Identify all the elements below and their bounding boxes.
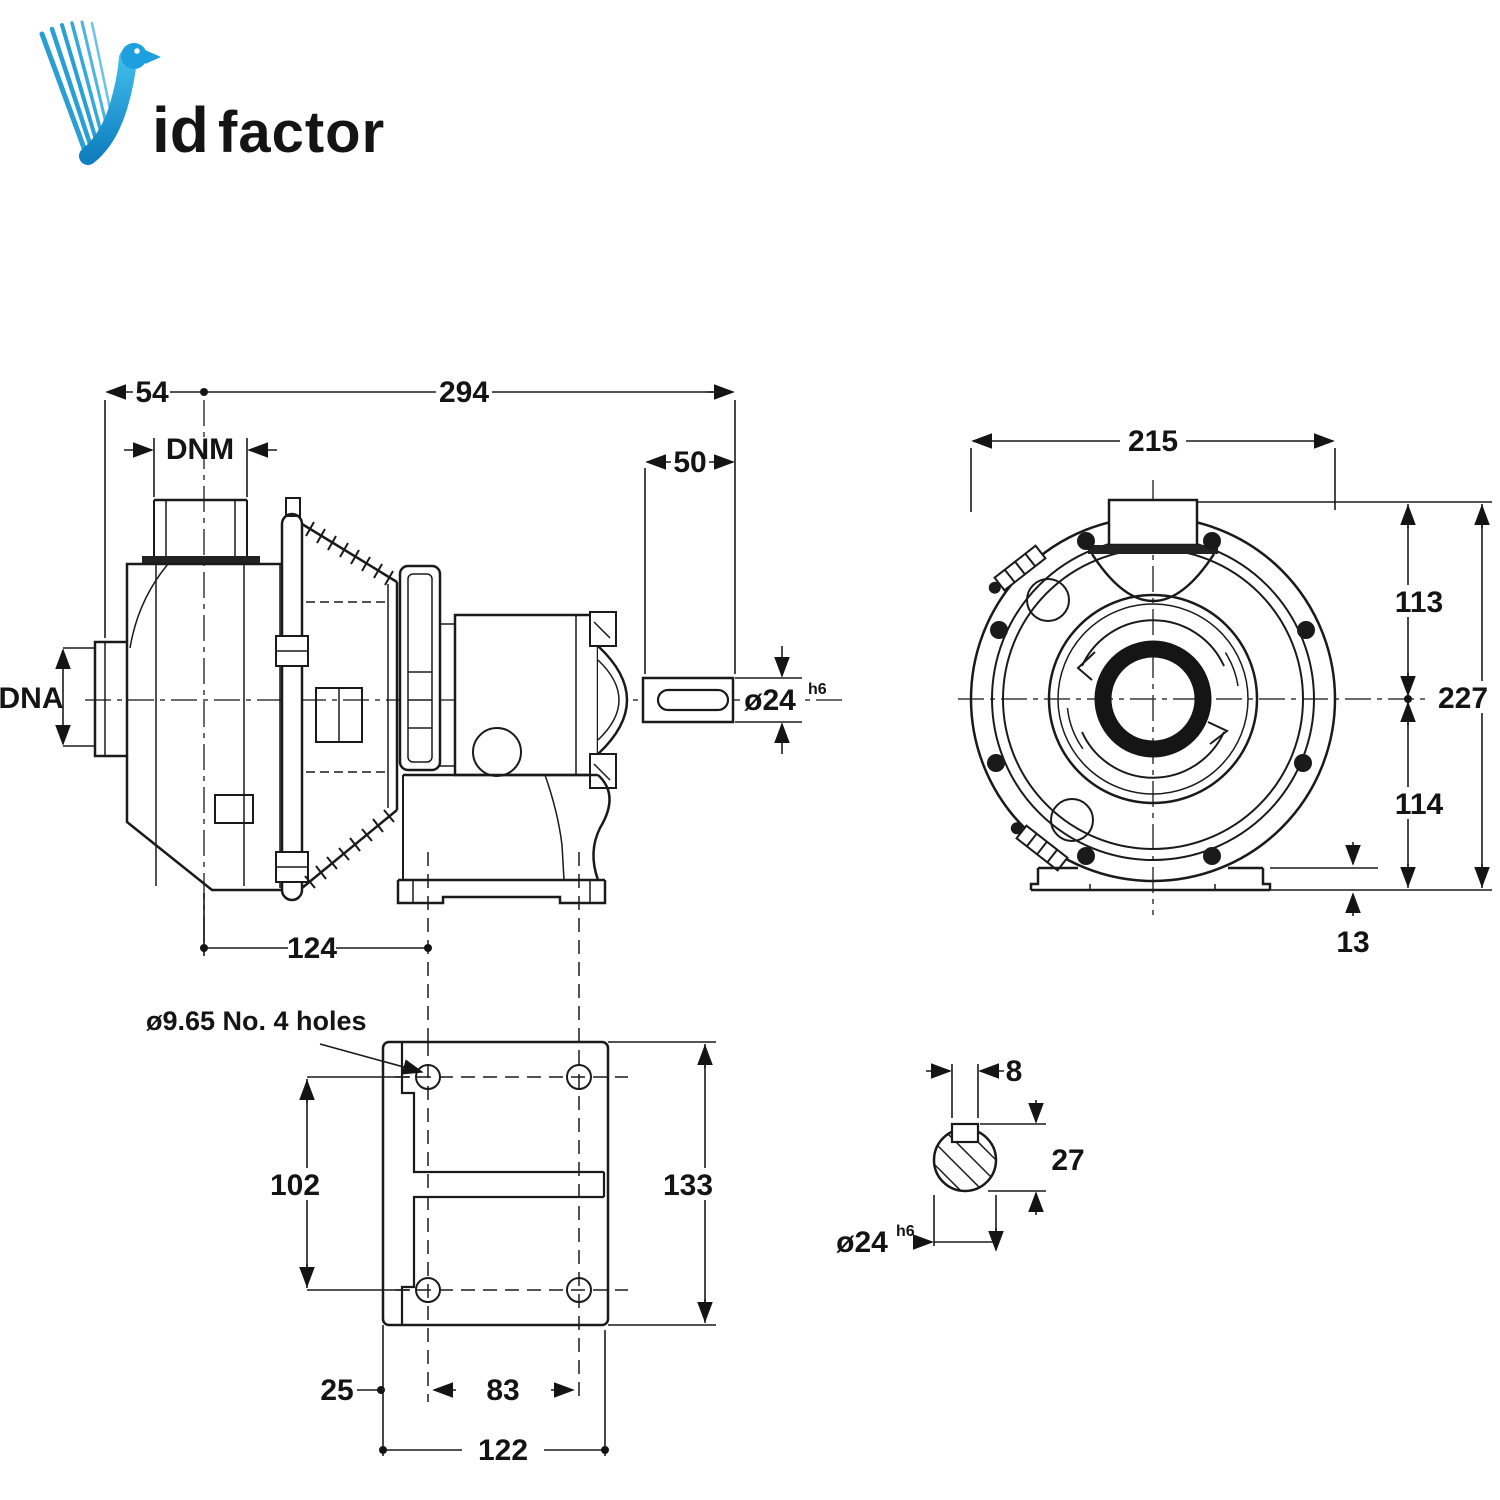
dim-50-label: 50 (673, 446, 706, 479)
shaft-section-dimensions (912, 1063, 1046, 1252)
rotation-arrows (1066, 612, 1240, 786)
vidfactor-logo: id factor (39, 20, 385, 166)
mounting-plate-outline (381, 1040, 610, 1327)
dim-215-label: 215 (1128, 425, 1178, 458)
dim-dnm-label: DNM (166, 433, 234, 466)
section-hatching (935, 1130, 995, 1190)
front-discharge-nozzle (1088, 498, 1218, 603)
drive-shaft (641, 676, 735, 724)
front-view: 215 113 114 227 13 (958, 425, 1494, 959)
support-foot-front (1029, 866, 1272, 892)
dim-133-label: 133 (663, 1169, 713, 1202)
foot-web-outline (400, 1042, 606, 1325)
dim-shaft-tol-label: h6 (808, 681, 827, 698)
dim-294-label: 294 (439, 376, 489, 409)
dim-27-label: 27 (1051, 1144, 1084, 1177)
clamp-lower-left (1010, 798, 1094, 872)
suction-bore (1094, 640, 1212, 758)
support-foot-side (396, 773, 611, 1052)
dim-54-label: 54 (135, 376, 169, 409)
dim-122-label: 122 (478, 1434, 528, 1467)
dim-shaft-dia-label: ø24 (744, 684, 796, 717)
volute-casing (93, 562, 285, 892)
dim-8-label: 8 (1006, 1055, 1023, 1088)
shaft-section-view: 8 27 ø24 h6 (836, 1055, 1085, 1259)
dim-section-tol-label: h6 (896, 1223, 915, 1240)
dim-114-label: 114 (1395, 788, 1444, 821)
drain-port (472, 727, 522, 777)
dim-25-label: 25 (320, 1374, 353, 1407)
casing-backplate (275, 497, 309, 902)
dim-113-label: 113 (1395, 586, 1443, 619)
discharge-nozzle (142, 498, 260, 564)
ribbed-cover-cone (301, 521, 399, 889)
key-slot (950, 1122, 980, 1144)
dim-83-label: 83 (486, 1374, 519, 1407)
logo-text-id: id (152, 94, 209, 166)
bearing-end-cap (597, 645, 629, 755)
clamp-upper-left (988, 544, 1070, 622)
mounting-holes (415, 1064, 592, 1303)
hole-note-label: ø9.65 No. 4 holes (146, 1006, 367, 1036)
bearing-housing (398, 564, 629, 789)
dim-124-label: 124 (287, 932, 337, 965)
base-plate-dimensions (299, 1041, 716, 1456)
dim-13-label: 13 (1336, 926, 1369, 959)
base-plate-view: ø9.65 No. 4 holes 102 133 25 83 122 (146, 1006, 718, 1467)
dim-dna-label: DNA (0, 682, 64, 715)
side-view-dimensions (55, 384, 802, 956)
suction-flange (93, 640, 129, 758)
shaft-keyway (656, 688, 730, 712)
side-view: 54 294 DNM 50 DNA ø24 h6 124 (0, 376, 845, 1052)
dim-227-label: 227 (1438, 682, 1488, 715)
dim-102-label: 102 (270, 1169, 320, 1202)
dim-section-dia-label: ø24 (836, 1226, 888, 1259)
flange-bolts (987, 532, 1315, 865)
bird-logo-icon (39, 20, 161, 165)
logo-text-factor: factor (218, 100, 385, 165)
